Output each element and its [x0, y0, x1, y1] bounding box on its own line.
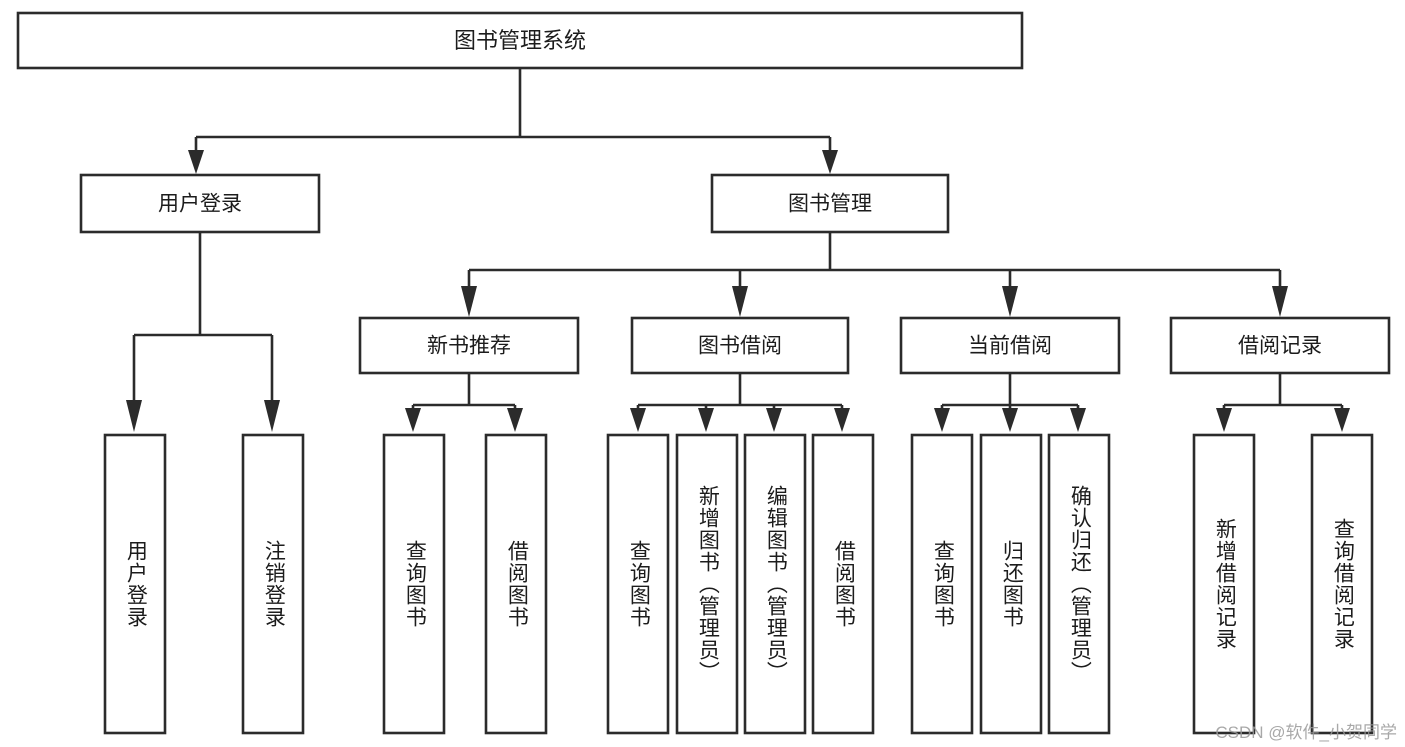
leaf-box-bb-1[interactable] — [606, 433, 670, 735]
leaf-box-cb-1[interactable] — [910, 433, 974, 735]
node-book-borrow-box[interactable] — [630, 316, 850, 375]
node-user-login-box[interactable] — [79, 173, 321, 234]
node-borrow-record-box[interactable] — [1169, 316, 1391, 375]
node-book-management-label: 图书管理 — [788, 193, 872, 216]
arrow-head-br-leaf-2 — [1334, 408, 1350, 432]
node-current-borrow-box[interactable] — [899, 316, 1121, 375]
node-root-label: 图书管理系统 — [454, 28, 586, 53]
leaf-box-br-2[interactable] — [1310, 433, 1374, 735]
node-borrow-record[interactable]: 借阅记录 — [1169, 316, 1391, 375]
arrow-head-nbr-leaf-2 — [507, 408, 523, 432]
arrow-head-user-login — [188, 150, 204, 174]
node-new-book-recommend-label: 新书推荐 — [427, 335, 511, 358]
arrow-head-new-book — [461, 286, 477, 317]
arrow-head-book-manage — [822, 150, 838, 174]
node-book-borrow-label: 图书借阅 — [698, 335, 782, 358]
node-borrow-record-label: 借阅记录 — [1238, 335, 1322, 358]
leaf-box-user-login-2[interactable] — [241, 433, 305, 735]
leaf-box-br-1[interactable] — [1192, 433, 1256, 735]
arrow-head-nbr-leaf-1 — [405, 408, 421, 432]
arrow-head-book-borrow — [732, 286, 748, 317]
arrow-head-bb-leaf-4 — [834, 408, 850, 432]
leaf-box-bb-3[interactable] — [743, 433, 807, 735]
node-root-book-management-system[interactable]: 图书管理系统 — [16, 11, 1024, 70]
leaf-box-cb-3[interactable] — [1047, 433, 1111, 735]
leaf-box-user-login-1[interactable] — [103, 433, 167, 735]
node-user-login-label: 用户登录 — [158, 193, 242, 216]
arrow-head-borrow-record — [1272, 286, 1288, 317]
node-new-book-recommend-box[interactable] — [358, 316, 580, 375]
leaf-box-cb-2[interactable] — [979, 433, 1043, 735]
node-book-borrow[interactable]: 图书借阅 — [630, 316, 850, 375]
leaf-box-bb-2[interactable] — [675, 433, 739, 735]
node-book-management-box[interactable] — [710, 173, 950, 234]
arrow-head-bb-leaf-2 — [698, 408, 714, 432]
leaf-box-nbr-2[interactable] — [484, 433, 548, 735]
arrow-head-cb-leaf-1 — [934, 408, 950, 432]
arrow-head-current-borrow — [1002, 286, 1018, 317]
node-book-management[interactable]: 图书管理 — [710, 173, 950, 234]
arrow-head-leaf-user-login-1 — [126, 400, 142, 432]
arrow-head-bb-leaf-1 — [630, 408, 646, 432]
arrow-head-cb-leaf-3 — [1070, 408, 1086, 432]
arrow-head-br-leaf-1 — [1216, 408, 1232, 432]
arrow-head-bb-leaf-3 — [766, 408, 782, 432]
leaf-box-nbr-1[interactable] — [382, 433, 446, 735]
leaf-box-bb-4[interactable] — [811, 433, 875, 735]
arrow-head-leaf-user-login-2 — [264, 400, 280, 432]
csdn-watermark: CSDN @软件_小贺同学 — [1215, 723, 1397, 742]
node-current-borrow[interactable]: 当前借阅 — [899, 316, 1121, 375]
node-user-login[interactable]: 用户登录 — [79, 173, 321, 234]
node-new-book-recommend[interactable]: 新书推荐 — [358, 316, 580, 375]
connector-layer — [126, 68, 1350, 432]
arrow-head-cb-leaf-2 — [1002, 408, 1018, 432]
node-root-box[interactable] — [16, 11, 1024, 70]
node-current-borrow-label: 当前借阅 — [968, 335, 1052, 358]
